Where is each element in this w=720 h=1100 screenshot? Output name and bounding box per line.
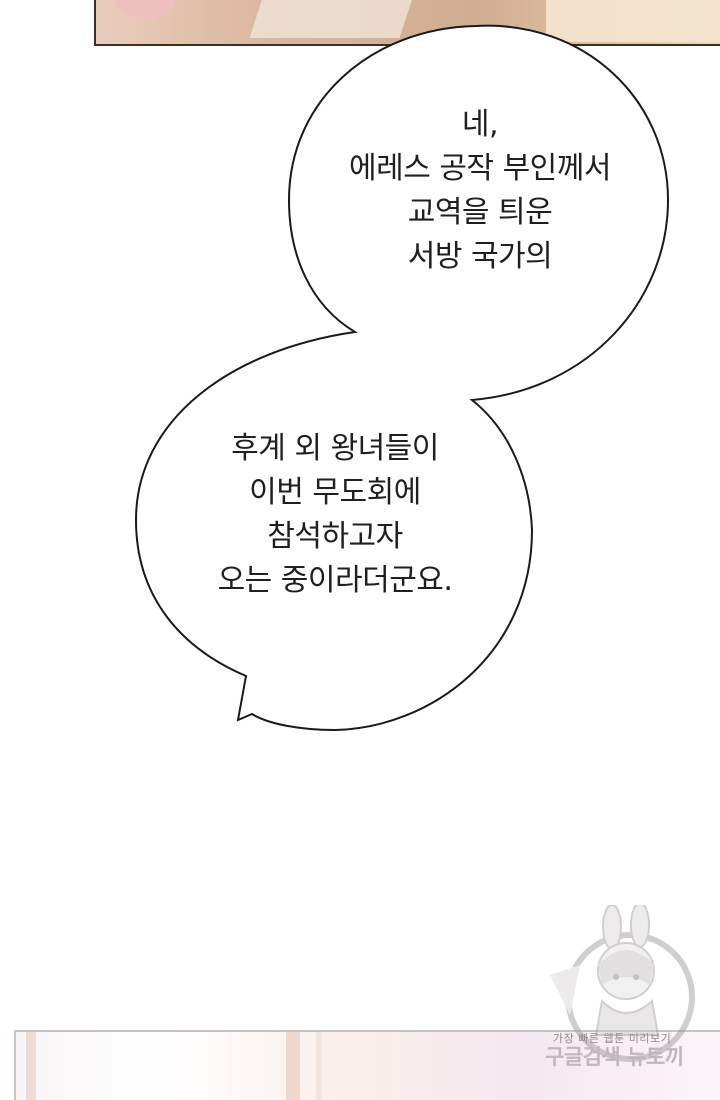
bottom-panel-streak	[26, 1032, 36, 1100]
dialogue-line: 이번 무도회에	[249, 475, 421, 510]
bottom-panel-artwork	[14, 1030, 720, 1100]
dialogue-line: 참석하고자	[267, 519, 403, 554]
dialogue-line: 네,	[461, 107, 499, 142]
dialogue-line: 후계 외 왕녀들이	[231, 431, 439, 466]
speech-bubble-bottom-text: 후계 외 왕녀들이 이번 무도회에 참석하고자 오는 중이라더군요.	[150, 427, 520, 603]
speech-bubble-outline	[134, 24, 670, 732]
dialogue-line: 에레스 공작 부인께서	[349, 151, 611, 186]
speech-bubble-top-text: 네, 에레스 공작 부인께서 교역을 틔운 서방 국가의	[300, 103, 660, 279]
dialogue-line: 교역을 틔운	[407, 195, 553, 230]
dialogue-line: 서방 국가의	[407, 239, 553, 274]
bottom-panel-streak	[316, 1032, 322, 1100]
dialogue-line: 오는 중이라더군요.	[217, 563, 453, 598]
bunny-girl-mascot-icon	[550, 905, 695, 1062]
bottom-panel-streak	[286, 1032, 300, 1100]
top-panel-pink-detail	[116, 0, 176, 18]
watermark-site-name: 구글검색 뉴토끼	[545, 1045, 684, 1069]
watermark-tagline: 가장 빠른 웹툰 미리보기	[553, 1032, 672, 1045]
top-panel-paper-right	[546, 0, 720, 42]
